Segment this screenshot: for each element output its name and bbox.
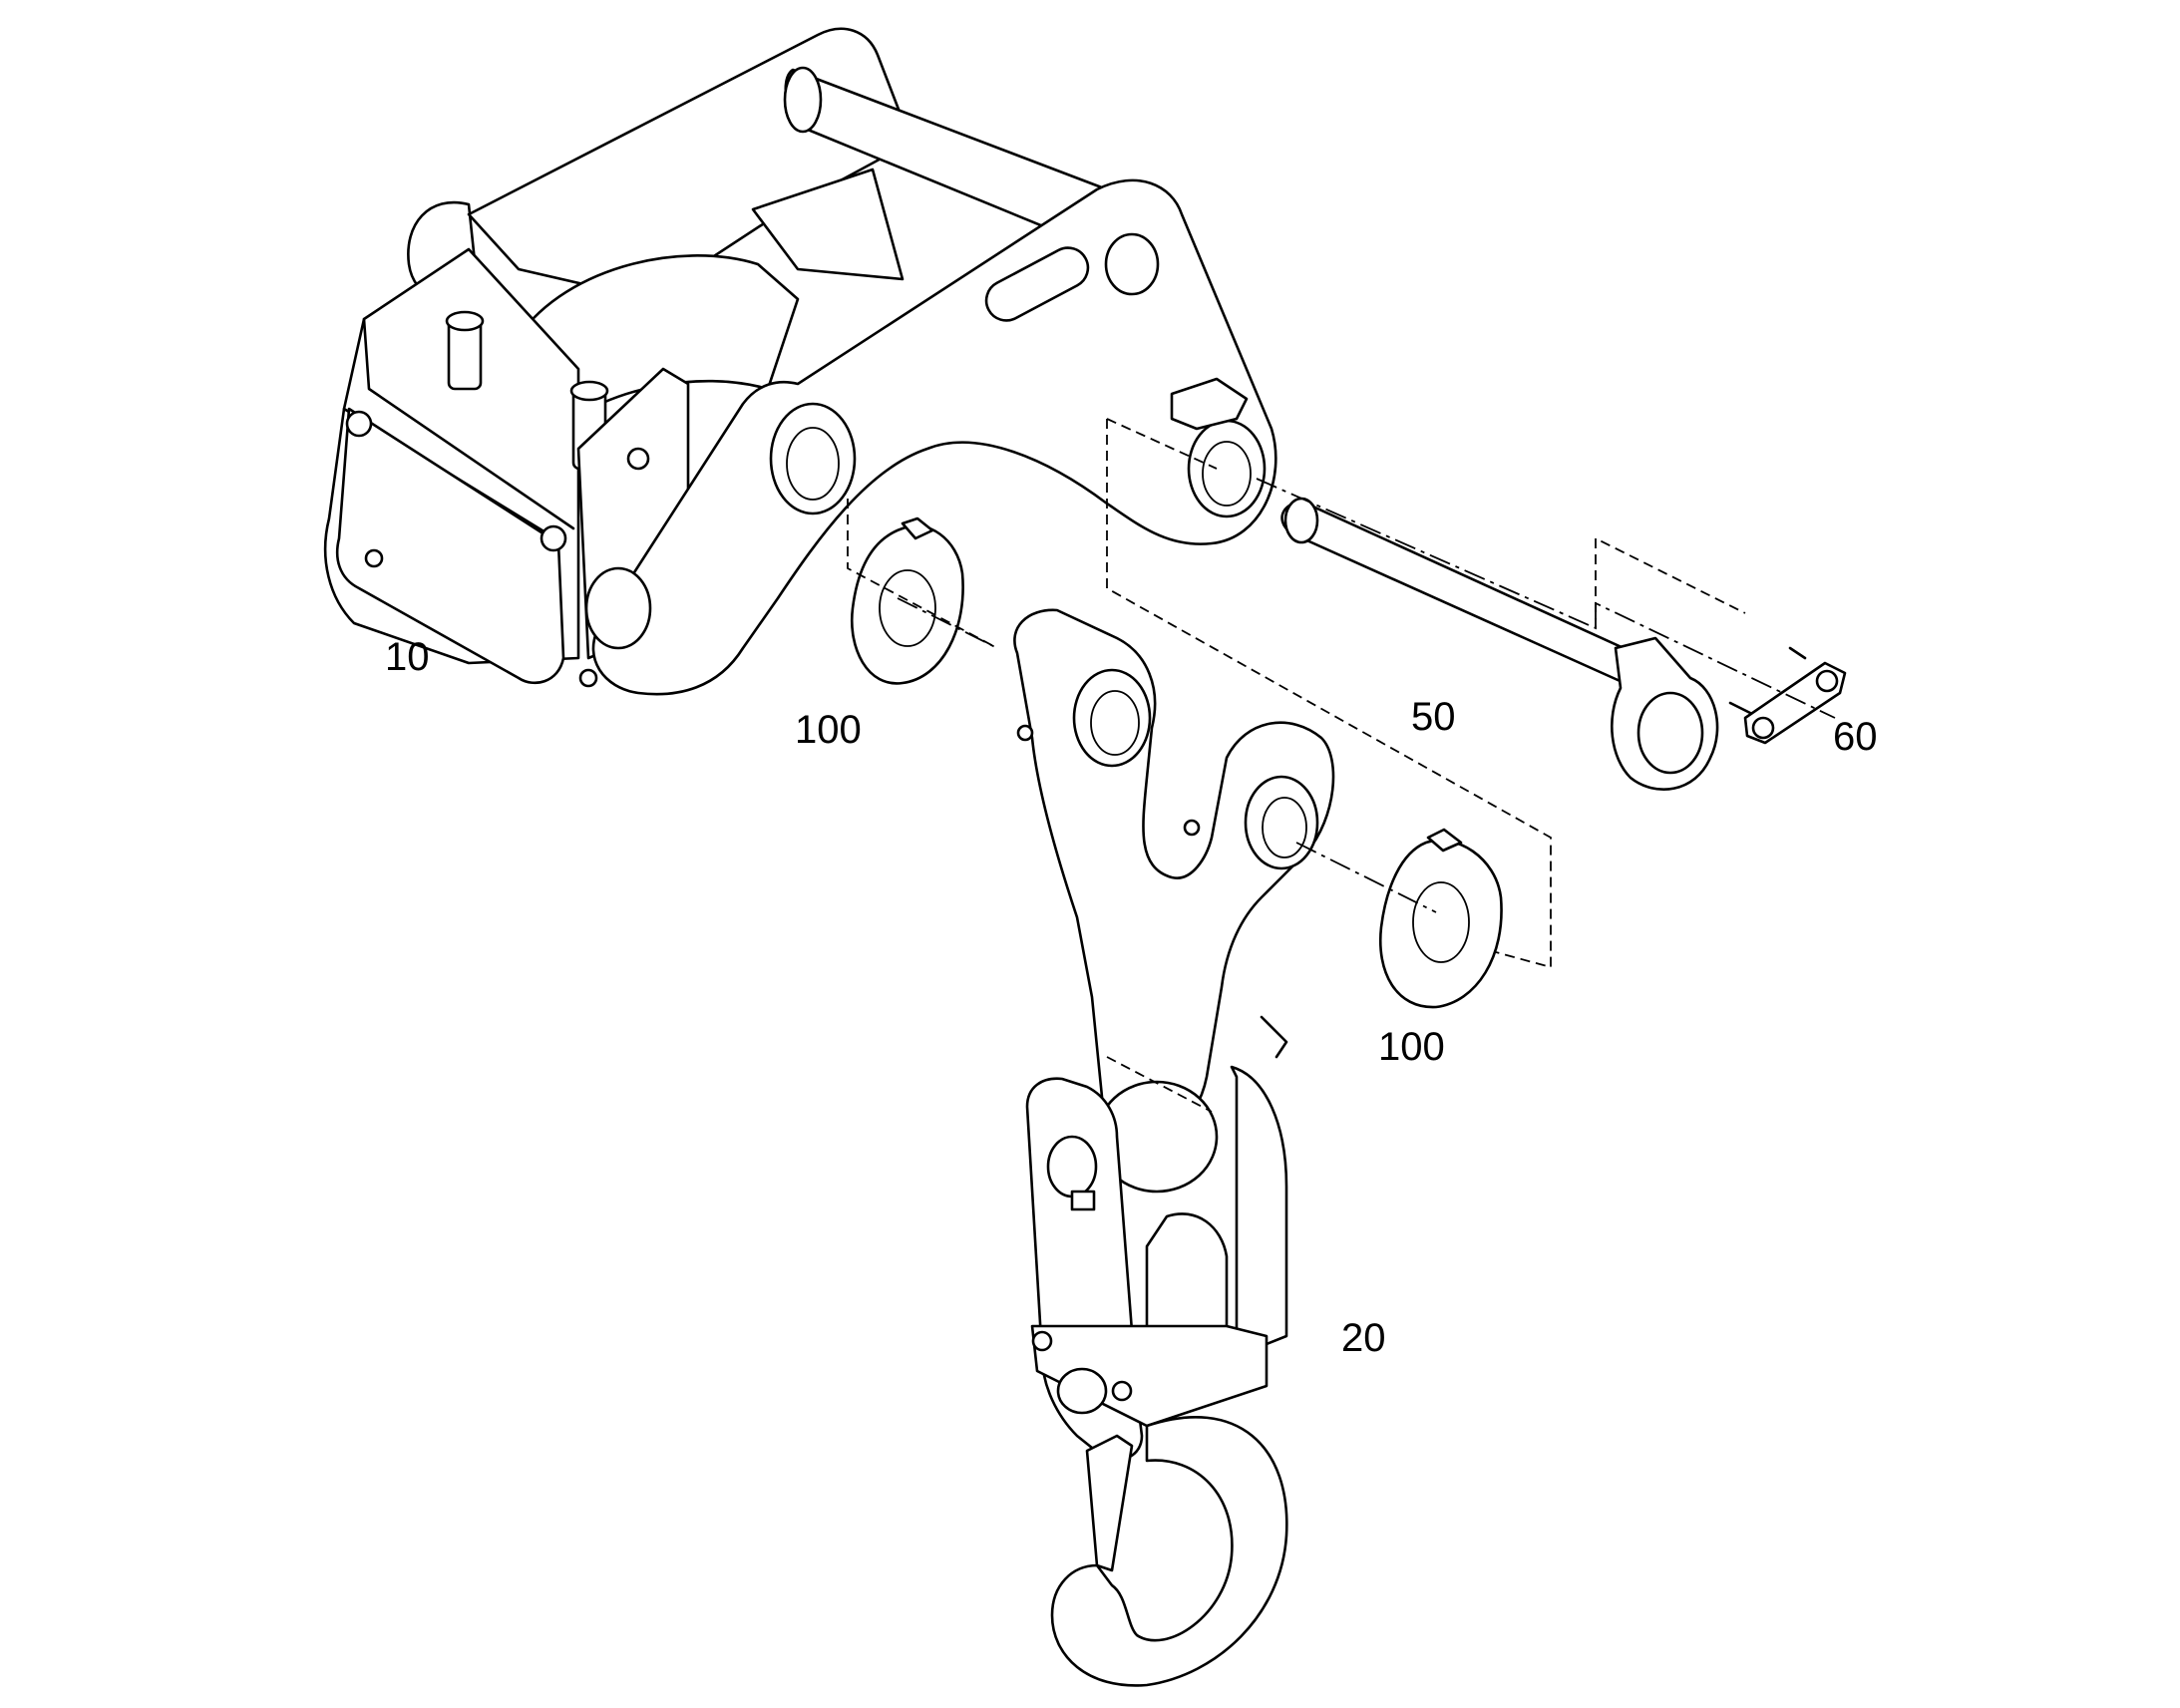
callout-50: 50 bbox=[1411, 695, 1456, 739]
callout-10: 10 bbox=[385, 635, 430, 679]
construction-lines bbox=[847, 418, 1836, 1113]
callout-100-lower: 100 bbox=[1378, 1025, 1445, 1069]
part-10-frame bbox=[323, 27, 1277, 696]
part-60-lock-plate bbox=[1728, 646, 1847, 745]
part-100-washer-lower bbox=[1378, 828, 1503, 1009]
callouts: 10 20 50 60 100 100 bbox=[385, 635, 1878, 1360]
callout-100-upper: 100 bbox=[795, 708, 862, 752]
callout-20: 20 bbox=[1341, 1316, 1386, 1360]
callout-60: 60 bbox=[1833, 715, 1878, 759]
part-50-pin bbox=[1280, 497, 1719, 791]
part-100-washer-upper bbox=[850, 516, 964, 685]
part-20-hook-block bbox=[1013, 608, 1335, 1687]
